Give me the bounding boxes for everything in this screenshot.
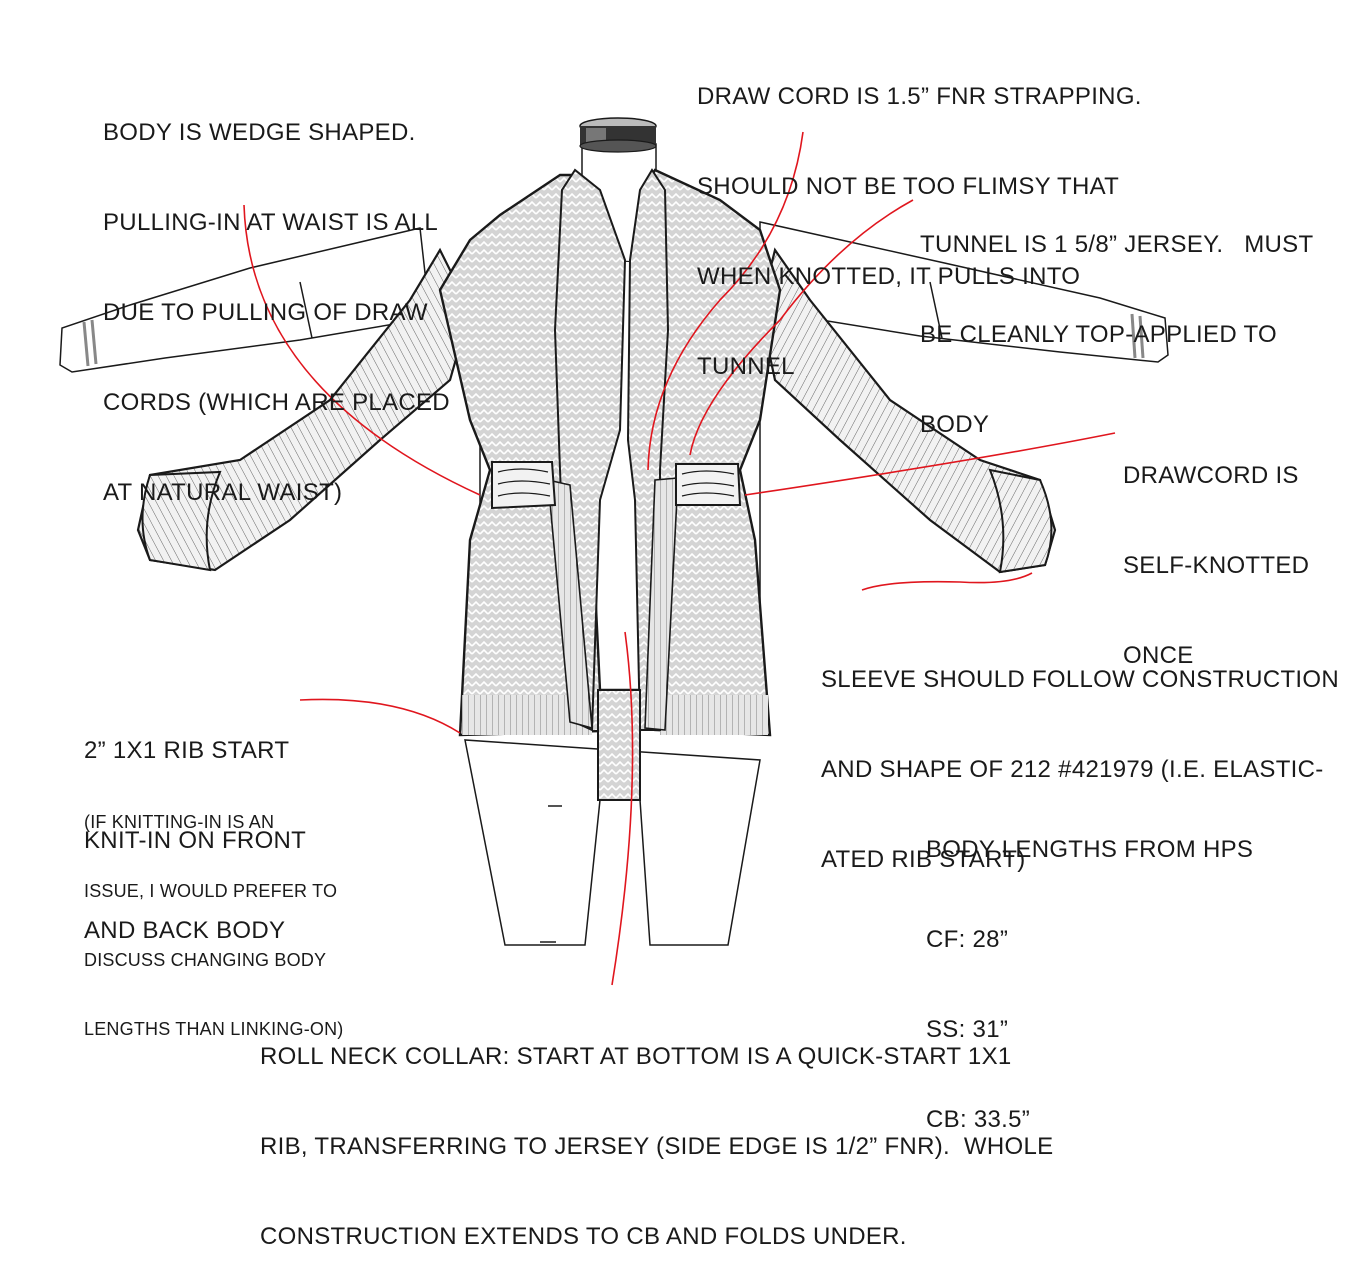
leader-roll-neck — [611, 631, 634, 986]
note-draw-cord: DRAW CORD IS 1.5” FNR STRAPPING. SHOULD … — [697, 22, 1142, 412]
drawcord-ends — [547, 477, 679, 731]
note-line: TUNNEL IS 1 5/8” JERSEY. MUST — [920, 231, 1314, 258]
waist-tunnel-left — [491, 461, 557, 510]
leader-tunnel — [689, 199, 914, 456]
note-body-shape: BODY IS WEDGE SHAPED. PULLING-IN AT WAIS… — [103, 58, 450, 538]
note-line: 2” 1X1 RIB START — [84, 737, 290, 764]
note-line: CF: 28” — [926, 926, 1009, 953]
leader-sleeve — [861, 572, 1033, 591]
note-line: BODY LENGTHS FROM HPS — [926, 836, 1254, 863]
note-line: RIB, TRANSFERRING TO JERSEY (SIDE EDGE I… — [260, 1133, 1054, 1160]
note-drawcord-knot: DRAWCORD IS SELF-KNOTTED ONCE — [1123, 401, 1309, 701]
note-line: BODY — [920, 411, 990, 438]
leader-rib-start — [299, 698, 461, 734]
note-line: AND SHAPE OF 212 #421979 (I.E. ELASTIC- — [821, 756, 1324, 783]
note-line: (IF KNITTING-IN IS AN — [84, 812, 275, 832]
note-line: CORDS (WHICH ARE PLACED — [103, 389, 450, 416]
note-line: ONCE — [1123, 642, 1194, 669]
note-rib-start: 2” 1X1 RIB START KNIT-IN ON FRONT AND BA… — [84, 676, 306, 976]
note-line: SHOULD NOT BE TOO FLIMSY THAT — [697, 173, 1120, 200]
mannequin-neck-cap — [579, 117, 657, 153]
note-line: SELF-KNOTTED — [1123, 552, 1310, 579]
body-right-panel — [638, 168, 782, 737]
note-line: WHEN KNOTTED, IT PULLS INTO — [697, 263, 1081, 290]
note-line: DISCUSS CHANGING BODY — [84, 950, 327, 970]
sleeve-right — [758, 247, 1057, 574]
garment-illustration — [59, 117, 1169, 986]
note-line: AND BACK BODY — [84, 917, 286, 944]
note-line: SS: 31” — [926, 1016, 1009, 1043]
note-line: ISSUE, I WOULD PREFER TO — [84, 881, 338, 901]
note-line: BE CLEANLY TOP-APPLIED TO — [920, 321, 1277, 348]
note-line: AT NATURAL WAIST) — [103, 479, 343, 506]
leader-body-shape — [243, 204, 481, 496]
note-line: DUE TO PULLING OF DRAW — [103, 299, 428, 326]
note-line: CONSTRUCTION EXTENDS TO CB AND FOLDS UND… — [260, 1223, 907, 1250]
note-tunnel: TUNNEL IS 1 5/8” JERSEY. MUST BE CLEANLY… — [920, 170, 1313, 470]
leader-drawcord-knot — [744, 432, 1116, 496]
note-line: ROLL NECK COLLAR: START AT BOTTOM IS A Q… — [260, 1043, 1012, 1070]
note-line: PULLING-IN AT WAIST IS ALL — [103, 209, 439, 236]
note-line: TUNNEL — [697, 353, 795, 380]
note-line: ATED RIB START) — [821, 846, 1026, 873]
note-roll-neck: ROLL NECK COLLAR: START AT BOTTOM IS A Q… — [260, 982, 1053, 1282]
note-line: SLEEVE SHOULD FOLLOW CONSTRUCTION — [821, 666, 1339, 693]
note-line: KNIT-IN ON FRONT — [84, 827, 307, 854]
waist-tunnel-right — [675, 463, 742, 506]
note-sleeve: SLEEVE SHOULD FOLLOW CONSTRUCTION AND SH… — [821, 605, 1339, 905]
note-line: LENGTHS THAN LINKING-ON) — [84, 1019, 344, 1039]
note-rib-start-detail: (IF KNITTING-IN IS AN ISSUE, I WOULD PRE… — [84, 765, 344, 1064]
mannequin-arm-right — [759, 221, 1169, 363]
mannequin-arm-left — [59, 227, 431, 373]
note-line: DRAW CORD IS 1.5” FNR STRAPPING. — [697, 83, 1142, 110]
sleeve-left — [136, 247, 472, 572]
note-line: BODY IS WEDGE SHAPED. — [103, 119, 416, 146]
leader-lines — [243, 131, 1116, 986]
note-line: DRAWCORD IS — [1123, 462, 1299, 489]
leader-draw-cord — [647, 131, 804, 471]
